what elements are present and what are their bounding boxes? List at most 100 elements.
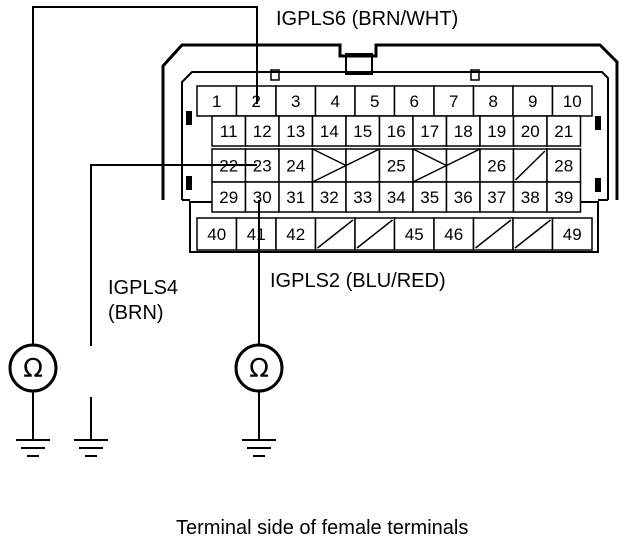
blank-terminal-cell bbox=[412, 148, 448, 183]
terminal-number: 37 bbox=[487, 188, 506, 207]
key-tab-right bbox=[470, 69, 480, 81]
terminal-number: 6 bbox=[410, 92, 419, 111]
unused-cavity-x bbox=[312, 148, 380, 183]
terminal-cell-21 bbox=[546, 115, 582, 147]
terminal-number: 7 bbox=[449, 92, 458, 111]
unused-cavity-x bbox=[412, 148, 481, 183]
key-tab-left bbox=[270, 69, 280, 81]
unused-cavity-slash bbox=[514, 219, 551, 249]
ohmmeter-right: Ω bbox=[234, 343, 284, 393]
terminal-number: 41 bbox=[247, 225, 266, 244]
terminal-number: 11 bbox=[220, 122, 238, 141]
label-igpls6: IGPLS6 (BRN/WHT) bbox=[276, 8, 459, 30]
blank-terminal-cell bbox=[345, 148, 381, 183]
ohm-symbol: Ω bbox=[23, 354, 43, 384]
unused-cavity-slash bbox=[317, 219, 354, 249]
terminal-number: 17 bbox=[420, 122, 439, 141]
ohmmeter-left: Ω bbox=[8, 343, 58, 393]
terminal-cell-31 bbox=[278, 181, 314, 213]
terminal-number: 29 bbox=[219, 188, 238, 207]
housing-marks bbox=[186, 111, 601, 192]
terminal-cell-13 bbox=[278, 115, 314, 147]
terminal-cell-10 bbox=[551, 85, 593, 117]
ohmmeter-icon bbox=[8, 343, 58, 393]
terminal-number: 20 bbox=[521, 122, 540, 141]
terminal-number: 10 bbox=[563, 92, 582, 111]
terminal-number: 16 bbox=[387, 122, 406, 141]
label-igpls4-color: (BRN) bbox=[108, 302, 164, 324]
terminal-cell-39 bbox=[546, 181, 582, 213]
wire-igpls4 bbox=[90, 164, 257, 346]
blank-terminal-cell bbox=[311, 148, 347, 183]
terminal-number: 36 bbox=[454, 188, 473, 207]
side-mark bbox=[186, 111, 192, 125]
terminal-cell-15 bbox=[345, 115, 381, 147]
terminal-number: 38 bbox=[521, 188, 540, 207]
terminal-cell-41 bbox=[235, 217, 277, 251]
terminal-number: 45 bbox=[405, 225, 424, 244]
terminal-cell-42 bbox=[275, 217, 317, 251]
caption: Terminal side of female terminals bbox=[176, 517, 469, 539]
terminal-cell-11 bbox=[211, 115, 247, 147]
wire-igpls6 bbox=[32, 6, 258, 346]
unused-cavity-slash bbox=[356, 219, 393, 249]
terminal-number: 40 bbox=[207, 225, 226, 244]
terminal-number: 15 bbox=[353, 122, 372, 141]
label-igpls2: IGPLS2 (BLU/RED) bbox=[270, 270, 446, 292]
ground-icon bbox=[242, 439, 276, 457]
terminal-cell-37 bbox=[479, 181, 515, 213]
terminal-number: 13 bbox=[286, 122, 305, 141]
side-mark bbox=[186, 176, 192, 190]
terminal-cell-38 bbox=[512, 181, 548, 213]
terminal-number: 31 bbox=[286, 188, 305, 207]
terminal-number: 30 bbox=[253, 188, 272, 207]
terminal-number: 5 bbox=[370, 92, 379, 111]
terminal-cell-49 bbox=[551, 217, 593, 251]
terminal-number: 1 bbox=[212, 92, 221, 111]
terminal-number: 39 bbox=[554, 188, 573, 207]
ground-symbols bbox=[16, 439, 276, 457]
terminal-number: 24 bbox=[286, 157, 305, 176]
terminal-number: 42 bbox=[286, 225, 305, 244]
terminal-number: 8 bbox=[489, 92, 498, 111]
terminal-number: 49 bbox=[563, 225, 582, 244]
terminal-cell-40 bbox=[196, 217, 238, 251]
blank-terminal-cell bbox=[445, 148, 481, 183]
terminal-cell-36 bbox=[445, 181, 481, 213]
terminal-number: 33 bbox=[353, 188, 372, 207]
label-igpls4-name: IGPLS4 bbox=[108, 277, 179, 299]
terminal-number: 19 bbox=[487, 122, 506, 141]
terminal-cell-6 bbox=[393, 85, 435, 117]
terminal-number: 23 bbox=[253, 157, 272, 176]
terminal-number: 18 bbox=[454, 122, 473, 141]
ohmmeter-icon bbox=[234, 343, 284, 393]
side-mark bbox=[595, 178, 601, 192]
terminal-cell-1 bbox=[196, 85, 238, 117]
terminal-cell-45 bbox=[393, 217, 435, 251]
terminal-cell-20 bbox=[512, 115, 548, 147]
terminal-number: 14 bbox=[320, 122, 339, 141]
terminal-number: 4 bbox=[331, 92, 340, 111]
unused-cavity-slash bbox=[475, 219, 512, 249]
terminal-number: 3 bbox=[291, 92, 300, 111]
terminal-cell-14 bbox=[311, 115, 347, 147]
terminal-cell-34 bbox=[378, 181, 414, 213]
unused-cavity-slash bbox=[514, 150, 546, 181]
terminal-cell-46 bbox=[433, 217, 475, 251]
wiring bbox=[32, 6, 260, 440]
terminal-cell-19 bbox=[479, 115, 515, 147]
terminal-number: 35 bbox=[420, 188, 439, 207]
terminal-number: 34 bbox=[387, 188, 406, 207]
housing-outer bbox=[161, 43, 619, 200]
terminal-number: 9 bbox=[528, 92, 537, 111]
terminal-number: 32 bbox=[320, 188, 339, 207]
ohm-symbol: Ω bbox=[249, 354, 269, 384]
terminal-number: 12 bbox=[253, 122, 272, 141]
terminal-cell-35 bbox=[412, 181, 448, 213]
housing-inner bbox=[181, 71, 609, 200]
terminal-cell-32 bbox=[311, 181, 347, 213]
terminal-number: 21 bbox=[554, 122, 573, 141]
